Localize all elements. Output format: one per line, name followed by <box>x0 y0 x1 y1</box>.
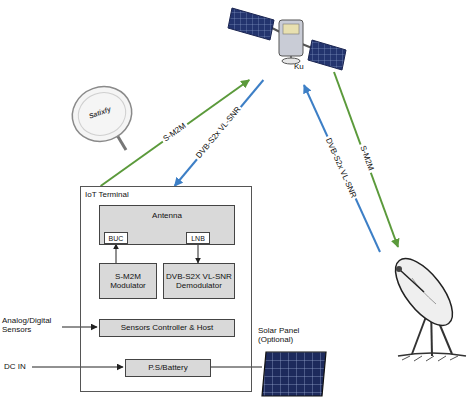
link-label: S-M2M <box>160 121 189 145</box>
dc-input-arrow <box>32 367 123 368</box>
dish-reflector <box>65 78 140 149</box>
solar-wing <box>308 40 346 70</box>
modulator-box: S-M2M Modulator <box>99 263 157 299</box>
node-text: LNB <box>191 235 205 242</box>
satellite <box>228 8 346 70</box>
lnb-box: LNB <box>186 232 210 244</box>
node-text: BUC <box>109 235 124 242</box>
link-arrow <box>175 80 264 186</box>
node-text: S-M2M Modulator <box>102 272 154 290</box>
terminal-dish <box>65 78 140 150</box>
link-arrow <box>101 80 250 186</box>
brand-logo: Satixfy <box>88 105 112 120</box>
input-label: DC IN <box>4 362 26 371</box>
controller-box: Sensors Controller & Host <box>99 319 235 337</box>
node-text: Ku <box>294 62 304 71</box>
terminal-box: IoT TerminalAntennaBUC LNB S-M2M Modulator… <box>80 186 252 392</box>
solar-wire <box>210 367 262 368</box>
satellite-body <box>279 20 303 56</box>
input-label: Analog/Digital Sensors <box>2 316 62 334</box>
node-text: DVB-S2X VL-SNR Demodulator <box>166 272 232 290</box>
downlink-arrow <box>304 85 380 252</box>
link-arrow <box>116 244 117 263</box>
option-label: Solar Panel (Optional) <box>258 326 322 344</box>
link-label: DVB-S2x VL-SNR <box>323 135 359 201</box>
antenna-box: AntennaBUC LNB <box>99 205 235 245</box>
demodulator-box: DVB-S2X VL-SNR Demodulator <box>163 263 235 299</box>
solar-panel-face <box>262 352 326 396</box>
link-arrow <box>198 244 199 263</box>
ground-line <box>398 353 466 356</box>
dish-reflector <box>385 249 463 334</box>
ground-station-dish <box>385 249 466 361</box>
feed-horn <box>396 266 402 272</box>
node-text: P.S/Battery <box>148 363 187 372</box>
satellite-node: Ku <box>228 0 346 80</box>
solar-panel <box>262 352 326 396</box>
buc-box: BUC <box>104 232 128 244</box>
dish-rim <box>72 86 131 142</box>
solar-wing <box>228 8 274 40</box>
link-label: DVB-S2x VL-SNR <box>194 104 245 162</box>
ground-hatch <box>402 356 458 361</box>
node-text: Antenna <box>152 211 182 220</box>
link-label: S-M2M <box>358 142 377 173</box>
node-text: IoT Terminal <box>85 190 129 199</box>
power-box: P.S/Battery <box>125 359 211 377</box>
satellite-body-panel <box>283 24 299 34</box>
node-text: Sensors Controller & Host <box>121 323 213 332</box>
feed-arm <box>400 270 424 292</box>
